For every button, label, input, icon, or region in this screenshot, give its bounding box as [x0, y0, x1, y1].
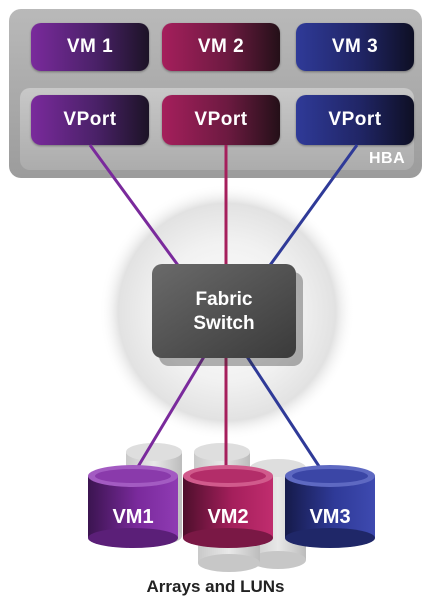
link-vport1-switch: [88, 144, 182, 269]
vport-2: VPort: [162, 95, 280, 145]
vm-2-box: VM 2: [162, 23, 280, 71]
lun-vm3: VM3: [285, 465, 375, 548]
link-switch-lun1: [128, 354, 207, 481]
vm-1-box: VM 1: [31, 23, 149, 71]
link-switch-lun3: [244, 354, 330, 481]
switch-label-line2: Switch: [193, 313, 254, 334]
vport-3: VPort: [296, 95, 414, 145]
link-vport3-switch: [266, 144, 359, 269]
lun-label-vm1: VM1: [112, 506, 153, 528]
switch-label-line1: Fabric: [195, 289, 252, 310]
hba-label: HBA: [369, 150, 406, 167]
vm-3-box: VM 3: [296, 23, 414, 71]
fabric-switch: Fabric Switch: [152, 264, 303, 366]
lun-vm2: VM2: [183, 465, 273, 548]
lun-label-vm3: VM3: [309, 506, 350, 528]
lun-vm1: VM1: [88, 465, 178, 548]
lun-label-vm2: VM2: [207, 506, 248, 528]
arrays-luns-caption: Arrays and LUNs: [146, 577, 285, 596]
vport-1: VPort: [31, 95, 149, 145]
